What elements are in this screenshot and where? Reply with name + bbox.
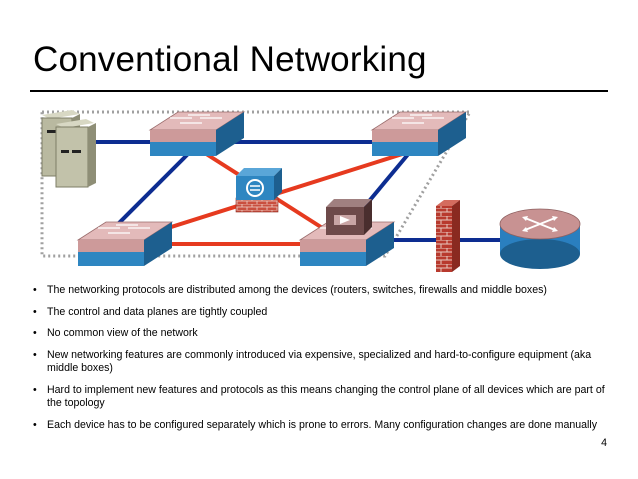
list-item: New networking features are commonly int… (33, 349, 615, 376)
network-boundary (40, 110, 473, 258)
list-item: Hard to implement new features and proto… (33, 384, 615, 411)
switch-icon (148, 111, 246, 156)
slide-title: Conventional Networking (33, 40, 427, 79)
firewall-icon (436, 200, 460, 272)
switch-icon (370, 111, 468, 156)
list-item: No common view of the network (33, 327, 615, 341)
list-item: The networking protocols are distributed… (33, 284, 615, 298)
link-sw1-sw3 (108, 150, 192, 234)
server-icon (41, 110, 96, 188)
middlebox-icon (326, 199, 372, 235)
list-item: Each device has to be configured separat… (33, 419, 615, 433)
router-icon (499, 208, 581, 269)
switch-icon (76, 221, 174, 266)
title-divider (30, 90, 608, 92)
page-number: 4 (601, 437, 607, 449)
list-item: The control and data planes are tightly … (33, 306, 615, 320)
network-diagram (40, 110, 581, 272)
security-appliance-icon (235, 168, 282, 213)
bullet-list: The networking protocols are distributed… (33, 284, 615, 440)
